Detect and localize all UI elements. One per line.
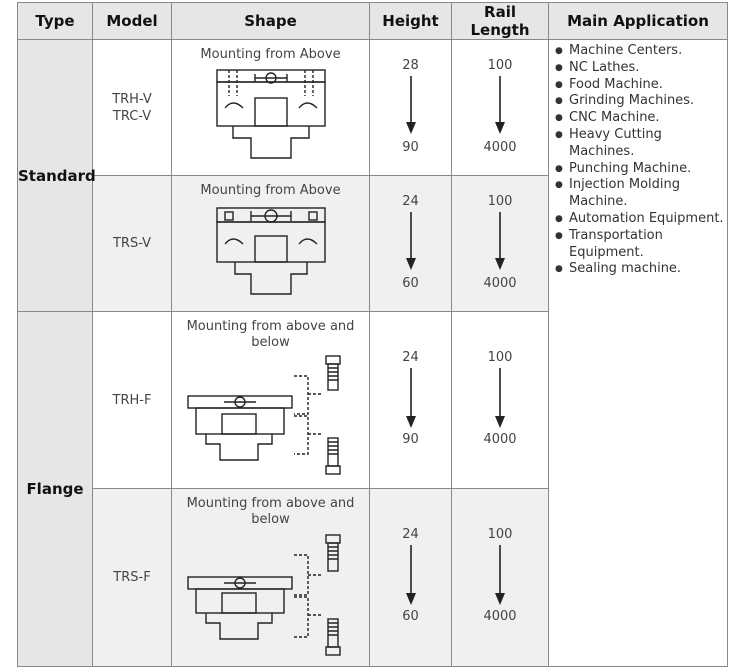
- model-name: TRC-V: [112, 108, 152, 124]
- arrow-down-icon: [495, 368, 505, 428]
- rail-max: 4000: [483, 276, 517, 291]
- list-item: Sealing machine.: [555, 261, 727, 278]
- shape-cell: Mounting from Above: [171, 39, 370, 176]
- shape-caption-line: Mounting from above and: [186, 496, 355, 511]
- shape-caption: Mounting from Above: [200, 183, 341, 198]
- list-item: Heavy Cutting Machines.: [555, 127, 727, 161]
- rail-min: 100: [487, 58, 513, 73]
- list-item: Transportation Equipment.: [555, 228, 727, 262]
- table-row: TRS-F Mounting from above and below: [18, 488, 728, 667]
- shape-caption-line: Mounting from above and: [186, 319, 355, 334]
- list-item: NC Lathes.: [555, 60, 727, 77]
- shape-cell: Mounting from above and below: [171, 311, 370, 489]
- list-item: Injection Molding Machine.: [555, 177, 727, 211]
- list-item: CNC Machine.: [555, 110, 727, 127]
- model-name: TRH-V: [112, 91, 152, 107]
- height-range-cell: 24 60: [369, 488, 452, 667]
- arrow-down-icon: [405, 545, 416, 605]
- arrow-down-icon: [495, 76, 505, 134]
- height-range-cell: 24 60: [369, 175, 452, 312]
- shape-cell: Mounting from above and below: [171, 488, 370, 667]
- list-item: Automation Equipment.: [555, 211, 727, 228]
- shape-caption-line: below: [251, 512, 290, 527]
- header-row: Type Model Shape Height Rail Length Main…: [17, 2, 728, 40]
- model-cell: TRS-V: [92, 175, 172, 312]
- product-table: Type Model Shape Height Rail Length Main…: [17, 2, 728, 667]
- main-application-cell: Machine Centers. NC Lathes. Food Machine…: [548, 39, 728, 667]
- guide-block-flange-mount-drawing: [187, 534, 341, 656]
- arrow-down-icon: [495, 212, 505, 270]
- rail-length-range-cell: 100 4000: [451, 39, 549, 176]
- arrow-down-icon: [405, 368, 416, 428]
- height-max: 60: [402, 609, 419, 624]
- model-cell: TRH-F: [92, 311, 172, 489]
- model-name: TRH-F: [112, 392, 152, 408]
- rail-min: 100: [487, 527, 513, 542]
- model-cell: TRS-F: [92, 488, 172, 667]
- header-shape: Shape: [171, 2, 370, 40]
- list-item: Punching Machine.: [555, 161, 727, 178]
- model-name: TRS-F: [113, 570, 151, 585]
- rail-length-range-cell: 100 4000: [451, 311, 549, 489]
- header-type: Type: [17, 2, 93, 40]
- height-min: 24: [402, 350, 419, 365]
- rail-min: 100: [487, 194, 513, 209]
- model-cell: TRH-V TRC-V: [92, 39, 172, 176]
- height-max: 90: [402, 432, 419, 447]
- rail-max: 4000: [483, 609, 517, 624]
- shape-cell: Mounting from Above: [171, 175, 370, 312]
- shape-caption-line: below: [251, 335, 290, 350]
- arrow-down-icon: [405, 76, 416, 134]
- list-item: Machine Centers.: [555, 43, 727, 60]
- guide-block-top-mount-drawing: [216, 69, 326, 159]
- arrow-down-icon: [405, 212, 416, 270]
- rail-min: 100: [487, 350, 513, 365]
- rail-length-range-cell: 100 4000: [451, 488, 549, 667]
- table-row: Flange TRH-F Mounting from above and bel…: [17, 311, 728, 667]
- height-max: 60: [402, 276, 419, 291]
- height-min: 24: [402, 194, 419, 209]
- table-row: TRS-V Mounting from Above: [18, 175, 728, 312]
- application-list: Machine Centers. NC Lathes. Food Machine…: [549, 40, 727, 278]
- guide-block-flange-mount-drawing: [187, 355, 341, 475]
- type-standard: Standard: [17, 39, 96, 312]
- header-height: Height: [369, 2, 452, 40]
- header-rail-length: Rail Length: [451, 2, 549, 40]
- header-main-application: Main Application: [548, 2, 728, 40]
- rail-length-range-cell: 100 4000: [451, 175, 549, 312]
- header-model: Model: [92, 2, 172, 40]
- arrow-down-icon: [495, 545, 505, 605]
- list-item: Grinding Machines.: [555, 93, 727, 110]
- rail-max: 4000: [483, 432, 517, 447]
- height-range-cell: 28 90: [369, 39, 452, 176]
- height-min: 28: [402, 58, 419, 73]
- rail-max: 4000: [483, 140, 517, 155]
- shape-caption: Mounting from Above: [200, 47, 341, 62]
- guide-block-top-mount-drawing: [216, 207, 326, 295]
- height-min: 24: [402, 527, 419, 542]
- table-row: Standard TRH-V TRC-V Mounting from Above: [17, 39, 728, 667]
- height-range-cell: 24 90: [369, 311, 452, 489]
- height-max: 90: [402, 140, 419, 155]
- type-flange: Flange: [17, 311, 93, 667]
- model-name: TRS-V: [112, 236, 152, 251]
- list-item: Food Machine.: [555, 77, 727, 94]
